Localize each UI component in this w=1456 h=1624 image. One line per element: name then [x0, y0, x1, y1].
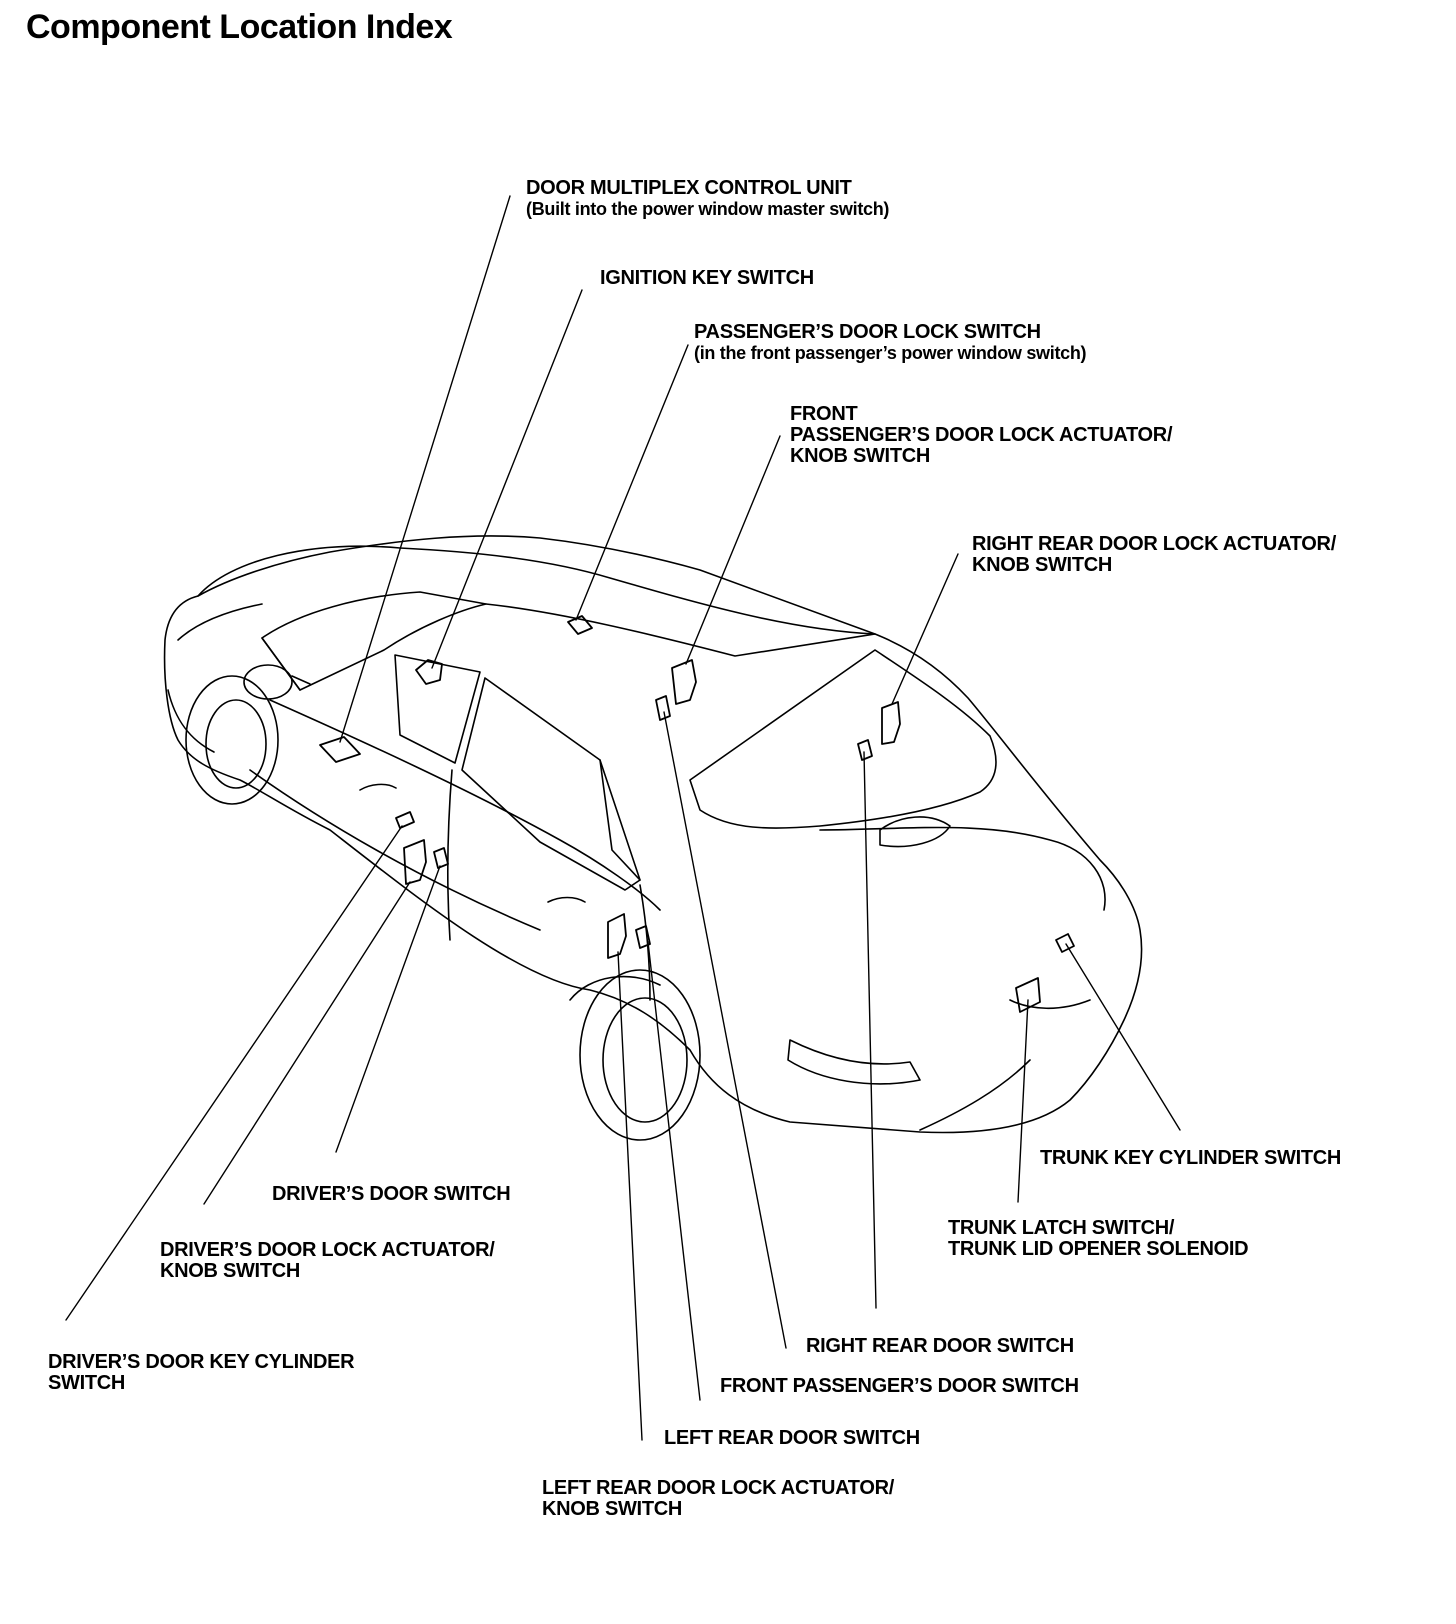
label-drivers-door-key-cylinder-switch: DRIVER’S DOOR KEY CYLINDER SWITCH: [48, 1351, 355, 1394]
leader-drivers-door-switch: [335, 865, 441, 1153]
leader-left-rear-door-switch: [647, 941, 701, 1401]
label-drivers-door-lock-actuator: DRIVER’S DOOR LOCK ACTUATOR/ KNOB SWITCH: [160, 1239, 495, 1282]
car-outline: [163, 535, 1143, 1141]
trunk-latch-part: [1015, 977, 1041, 1013]
door-multiplex-unit: [319, 736, 361, 763]
leader-trunk-key: [1065, 943, 1181, 1131]
leader-door-multiplex: [339, 195, 511, 743]
leader-trunk-latch: [1017, 999, 1029, 1203]
page-title: Component Location Index: [26, 8, 453, 46]
right-rear-actuator-part: [881, 701, 901, 745]
front-pass-actuator-part: [671, 659, 697, 705]
label-front-passenger-door-switch: FRONT PASSENGER’S DOOR SWITCH: [720, 1375, 1079, 1397]
label-left-rear-door-lock-actuator: LEFT REAR DOOR LOCK ACTUATOR/ KNOB SWITC…: [542, 1477, 895, 1520]
label-left-rear-door-switch: LEFT REAR DOOR SWITCH: [664, 1427, 920, 1449]
key-cylinder-part: [395, 811, 415, 829]
leader-front-pass-actuator: [685, 435, 781, 665]
label-door-multiplex-control-unit: DOOR MULTIPLEX CONTROL UNIT (Built into …: [526, 177, 890, 220]
right-rear-knob-part: [857, 739, 873, 761]
left-rear-actuator-part: [607, 913, 627, 959]
label-ignition-key-switch: IGNITION KEY SWITCH: [600, 267, 814, 289]
label-trunk-key-cylinder-switch: TRUNK KEY CYLINDER SWITCH: [1040, 1147, 1342, 1169]
leader-front-pass-door-switch: [663, 711, 787, 1349]
leader-passenger-lock: [575, 344, 689, 621]
label-trunk-latch-switch: TRUNK LATCH SWITCH/ TRUNK LID OPENER SOL…: [948, 1217, 1249, 1260]
label-passenger-door-lock-switch: PASSENGER’S DOOR LOCK SWITCH (in the fro…: [694, 321, 1087, 364]
left-rear-door-switch-part: [635, 925, 651, 949]
drivers-door-switch-part: [433, 847, 449, 869]
leader-ignition: [431, 289, 583, 669]
label-right-rear-door-lock-actuator: RIGHT REAR DOOR LOCK ACTUATOR/ KNOB SWIT…: [972, 533, 1336, 576]
label-right-rear-door-switch: RIGHT REAR DOOR SWITCH: [806, 1335, 1074, 1357]
ignition-switch-part: [415, 659, 443, 685]
leader-drivers-key-cylinder: [65, 825, 403, 1321]
front-pass-knob-part: [655, 695, 671, 721]
leader-right-rear-door-switch: [863, 751, 877, 1309]
component-parts: [319, 615, 1075, 1013]
leader-left-rear-actuator: [617, 951, 643, 1441]
label-drivers-door-switch: DRIVER’S DOOR SWITCH: [272, 1183, 511, 1205]
leader-lines: [65, 195, 1181, 1441]
leader-drivers-actuator: [203, 881, 411, 1205]
label-front-passenger-door-lock-actuator: FRONT PASSENGER’S DOOR LOCK ACTUATOR/ KN…: [790, 403, 1173, 467]
drivers-lock-actuator-part: [403, 839, 427, 885]
trunk-key-cylinder-part: [1055, 933, 1075, 953]
leader-right-rear-actuator: [891, 553, 959, 705]
